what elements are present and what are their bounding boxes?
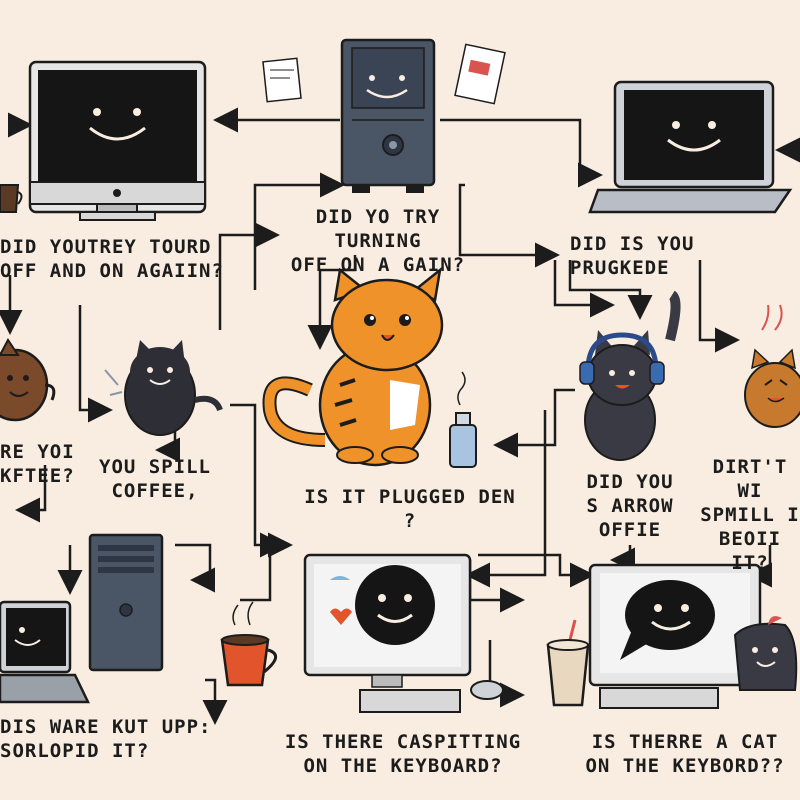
label-bottom-center: IS THERE CASPITTING ON THE KEYBOARD? bbox=[284, 731, 522, 777]
arrow-tr-down2 bbox=[553, 260, 615, 318]
paper-doodle-icon bbox=[262, 43, 506, 105]
connector-lines bbox=[0, 107, 800, 725]
arrow-tr-down bbox=[568, 260, 653, 320]
arrow-to-cat-center bbox=[307, 255, 357, 350]
chat-monitor-icon bbox=[588, 563, 762, 709]
arrow-center-right bbox=[465, 410, 547, 588]
arrow-tr-right bbox=[698, 260, 740, 353]
smiley-monitor-icon-bottom bbox=[303, 553, 472, 713]
arrow-from-center-top bbox=[458, 183, 560, 268]
label-coffee-left: RE YOI KFTEE? bbox=[0, 441, 75, 487]
computer-tower-icon-bottom bbox=[88, 533, 164, 672]
arrow-br-monitor-in bbox=[478, 553, 595, 588]
arrow-center-up bbox=[253, 172, 345, 290]
label-bottom-left: DIS WARE KUT UPP: SORLOPID IT? bbox=[0, 716, 212, 762]
coffee-cup-icon bbox=[0, 184, 23, 213]
arrow-mug-to-monitor bbox=[202, 678, 228, 725]
laptop-icon bbox=[588, 80, 793, 214]
coffee-mug-icon bbox=[220, 601, 277, 687]
arrow-center-to-cat-bottom bbox=[610, 545, 635, 573]
arrow-bl-right bbox=[175, 543, 215, 593]
arrow-coffee-down bbox=[15, 465, 47, 523]
arrow-to-monitor-bc bbox=[240, 532, 293, 602]
arrow-monitor-bc-to-br bbox=[468, 560, 525, 613]
black-cat-icon bbox=[104, 340, 223, 436]
label-right-cat: DIRT'T WI SPMILL I BEOII IT? bbox=[700, 456, 800, 574]
arrow-spill-to-tower bbox=[230, 403, 285, 558]
label-bottom-right: IS THERRE A CAT ON THE KEYBORD?? bbox=[585, 731, 785, 777]
orange-cat-icon bbox=[262, 266, 444, 467]
label-top-center: DID YO TRY TURNING OFF ON A GAIN? bbox=[290, 206, 466, 276]
label-cat-center: IS IT PLUGGED DEN ? bbox=[304, 486, 516, 532]
angry-cat-icon bbox=[744, 304, 800, 428]
laptop-icon-bottom bbox=[0, 600, 90, 704]
label-spill: YOU SPILL COFFEE, bbox=[99, 456, 211, 502]
brown-cat-icon bbox=[0, 338, 56, 422]
label-top-left: DID YOUTREY TOURD OFF AND ON AGAIIN? bbox=[0, 236, 224, 282]
label-headphone-cat: DID YOU S ARROW OFFIE bbox=[586, 471, 674, 541]
arrow-tower-to-laptop bbox=[440, 118, 603, 188]
coffee-cup-bottom-icon bbox=[546, 619, 590, 707]
cat-bottom-right-icon bbox=[733, 616, 798, 691]
arrow-headphone-in bbox=[493, 388, 575, 458]
arrow-to-spill bbox=[78, 305, 113, 423]
water-bottle-icon bbox=[449, 371, 477, 468]
headphone-cat-icon bbox=[579, 290, 681, 461]
mouse-icon bbox=[470, 680, 504, 700]
label-top-right: DID IS YOU PRUGKEDE bbox=[570, 233, 695, 279]
smiley-monitor-icon bbox=[28, 60, 207, 221]
computer-tower-icon bbox=[340, 38, 436, 193]
arrow-center-up2 bbox=[218, 222, 280, 330]
